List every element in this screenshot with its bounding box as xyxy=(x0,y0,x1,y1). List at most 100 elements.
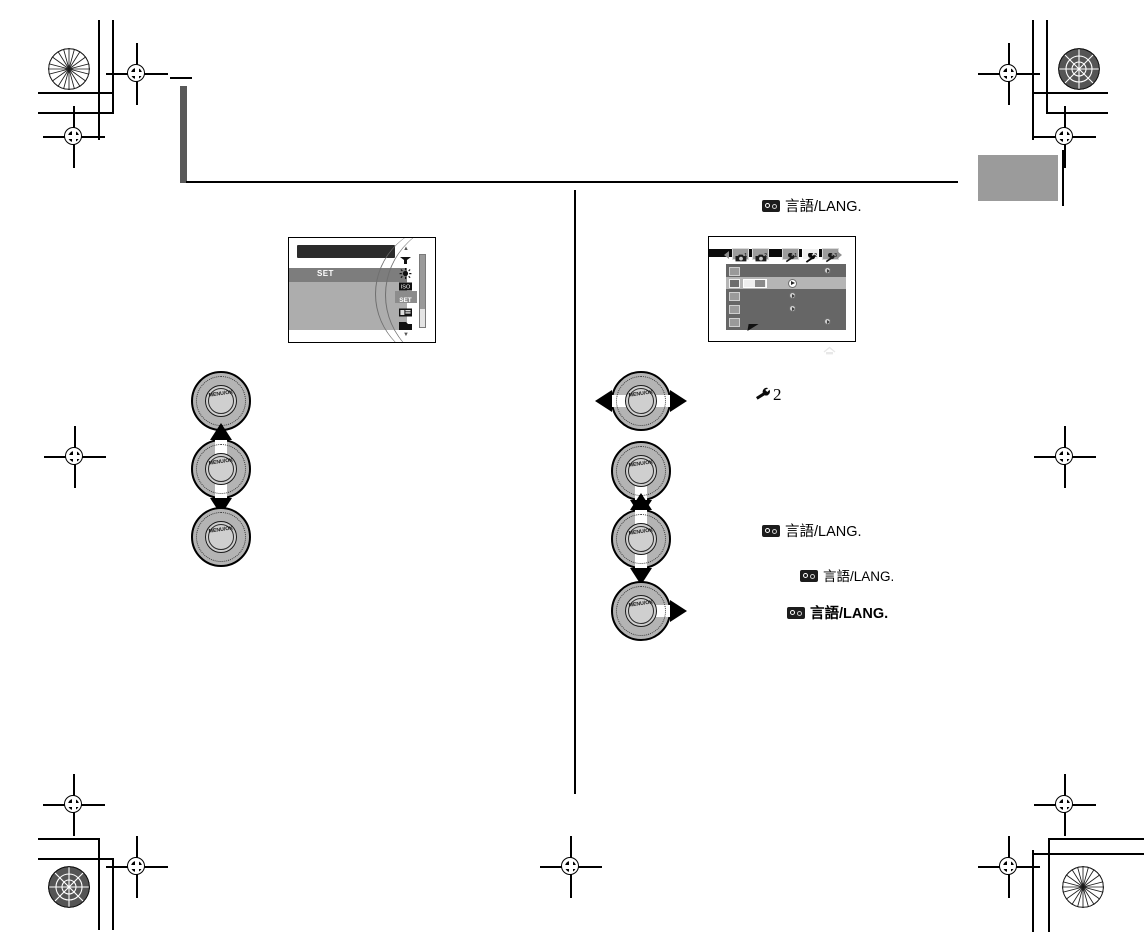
crop-line xyxy=(1046,112,1108,114)
camera-icon xyxy=(734,250,747,262)
language-icon xyxy=(729,278,740,288)
menu-ok-dial-3[interactable]: MENU/OK xyxy=(188,504,254,570)
lcd-scroll-up-caret: ▲ xyxy=(403,246,409,252)
registration-mark xyxy=(43,106,105,168)
menu-tab-camera-2[interactable]: 2 xyxy=(752,248,769,262)
wrench-icon xyxy=(804,250,817,263)
header-tick xyxy=(170,77,192,79)
crop-line xyxy=(1032,92,1108,94)
menu-row-language[interactable] xyxy=(726,277,846,289)
dial-up-arrow-icon[interactable] xyxy=(210,423,232,440)
home-icon xyxy=(823,343,836,355)
lcd-dial-arc-outer xyxy=(385,238,435,342)
crop-line xyxy=(1032,853,1144,855)
menu-row-video-system[interactable] xyxy=(726,290,846,302)
dial-tick-ring xyxy=(196,444,246,494)
file-numbering-icon xyxy=(729,317,740,327)
dial-tick-ring xyxy=(196,512,246,562)
language-label-2: 言語/LANG. xyxy=(800,568,894,586)
video-system-icon xyxy=(729,291,740,301)
language-label-text: 言語/LANG. xyxy=(810,606,889,622)
lcd-icon-strip: ▲ ISO SET xyxy=(394,246,418,338)
lcd-scroll-down-caret: ▼ xyxy=(403,332,409,338)
menu-icon xyxy=(397,305,414,317)
wrench-icon xyxy=(784,250,797,263)
iso-icon: ISO xyxy=(397,279,414,291)
menu-ok-dial-2[interactable]: MENU/OK xyxy=(188,423,254,515)
language-icon xyxy=(800,570,818,582)
menu-tab-wrench-2[interactable]: 2 xyxy=(802,248,819,263)
language-icon xyxy=(762,200,780,212)
menu-tab-prev-arrow-icon[interactable] xyxy=(724,251,729,259)
dial-right-arrow-icon[interactable] xyxy=(670,390,687,412)
menu-tab-wrench-1[interactable]: 1 xyxy=(782,248,799,263)
menu-cursor-icon xyxy=(747,324,759,331)
crop-line xyxy=(112,20,114,114)
brightness-icon xyxy=(397,266,414,279)
dial-inner-ring xyxy=(208,388,234,414)
dial-left-arrow-icon[interactable] xyxy=(595,390,612,412)
menu-row-bullet xyxy=(788,278,797,288)
dial-up-arrow-icon[interactable] xyxy=(630,493,652,510)
menu-tab-wrench-3[interactable]: 3 xyxy=(822,248,839,263)
registration-mark xyxy=(1034,774,1096,836)
menu-ok-dial-down[interactable]: MENU/OK xyxy=(608,438,674,517)
language-label-text: 言語/LANG. xyxy=(823,569,895,584)
dial-down-arrow-icon[interactable] xyxy=(630,568,652,585)
camera-icon xyxy=(754,250,767,262)
crop-line xyxy=(38,858,114,860)
menu-row-file-numbering[interactable] xyxy=(726,316,846,328)
language-label-text: 言語/LANG. xyxy=(785,524,862,540)
menu-ok-dial-left-right[interactable]: MENU/OK xyxy=(595,368,687,434)
language-heading-text: 言語/LANG. xyxy=(785,199,862,215)
dial-inner-ring xyxy=(208,456,234,482)
page-tab xyxy=(978,155,1058,201)
svg-text:ISO: ISO xyxy=(401,285,411,291)
menu-ok-dial-right[interactable]: MENU/OK xyxy=(608,578,687,644)
menu-tab-next-arrow-icon[interactable] xyxy=(837,251,842,259)
date-time-icon xyxy=(729,304,740,314)
header-rule xyxy=(186,181,958,183)
language-label-3: 言語/LANG. xyxy=(787,605,888,623)
lcd-dial-arc xyxy=(375,238,435,342)
crop-line xyxy=(1032,20,1034,140)
camera-setup-menu-screenshot: 1 2 1 2 xyxy=(708,236,856,355)
crop-line xyxy=(1048,838,1144,840)
menu-row-date-time[interactable] xyxy=(726,303,846,355)
lcd-brightness-icon xyxy=(729,266,740,276)
menu-tab-number: 2 xyxy=(764,253,767,259)
menu-row-bullet xyxy=(789,292,796,299)
registration-mark xyxy=(44,426,106,488)
wrench-icon xyxy=(824,250,837,263)
header-accent-bar xyxy=(180,86,187,183)
lcd-selected-label: SET xyxy=(317,269,334,278)
registration-mark xyxy=(106,43,168,105)
crop-line xyxy=(1048,838,1050,932)
registration-mark xyxy=(1034,106,1096,168)
menu-tab-camera-1[interactable]: 1 xyxy=(732,248,749,262)
registration-mark xyxy=(978,43,1040,105)
wrench-tab-number: 2 xyxy=(773,385,782,404)
crop-line xyxy=(112,858,114,930)
lcd-title-bar xyxy=(297,245,395,258)
crop-line xyxy=(38,92,114,94)
registration-mark xyxy=(978,836,1040,898)
crop-line xyxy=(1032,850,1034,932)
rosette-target xyxy=(48,866,90,908)
registration-mark xyxy=(1034,426,1096,488)
lcd-scrollbar-thumb[interactable] xyxy=(420,255,425,309)
menu-ok-dial-1[interactable]: MENU/OK xyxy=(188,368,254,434)
menu-tab-bar: 1 2 1 2 xyxy=(724,248,842,263)
dial-inner-ring xyxy=(628,388,654,414)
registration-mark xyxy=(106,836,168,898)
column-divider xyxy=(574,190,576,794)
menu-row-lcd-brightness[interactable] xyxy=(726,265,846,277)
menu-row-value xyxy=(743,278,767,288)
language-label-1: 言語/LANG. xyxy=(762,523,862,541)
dial-right-arrow-icon[interactable] xyxy=(670,600,687,622)
lcd-icon-highlight xyxy=(395,291,417,303)
registration-mark xyxy=(540,836,602,898)
crop-line xyxy=(98,838,100,930)
page-tab-edge xyxy=(1062,150,1064,206)
menu-ok-dial-up-down[interactable]: MENU/OK xyxy=(608,493,674,585)
